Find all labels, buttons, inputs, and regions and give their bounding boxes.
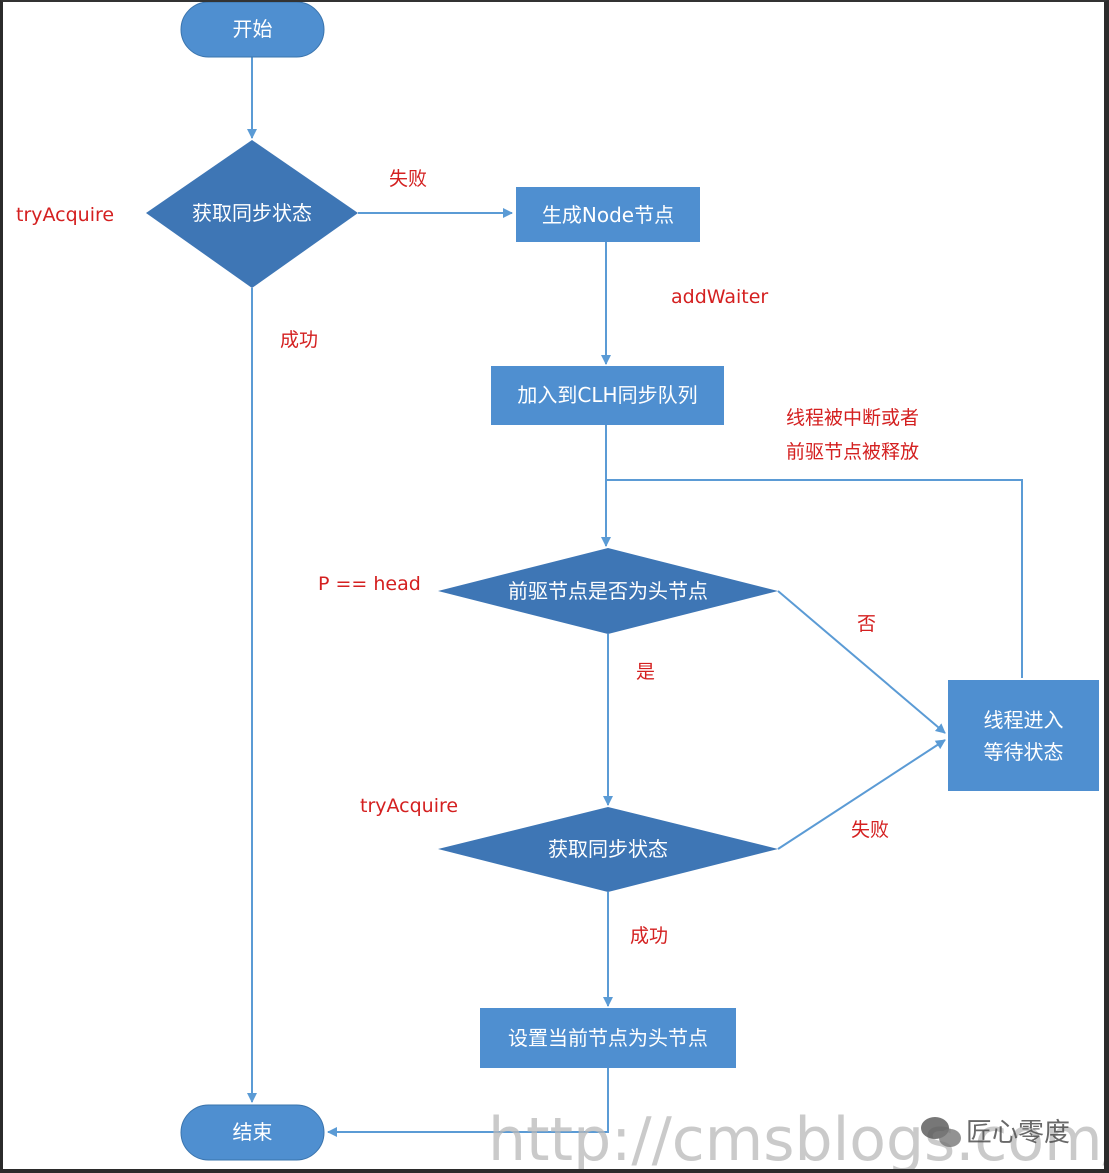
annotations: tryAcquire 失败 成功 addWaiter 线程被中断或者 前驱节点被… [16,168,919,947]
label-interrupt-line2: 前驱节点被释放 [786,441,919,463]
node-start: 开始 [180,1,325,58]
wechat-icon [921,1117,961,1147]
edge-decision3-wait [777,739,946,850]
node-sethead-label: 设置当前节点为头节点 [508,1026,708,1050]
node-start-label: 开始 [233,17,273,41]
edge-sethead-end [327,1068,609,1137]
label-p-eq-head: P == head [318,573,421,595]
node-decision1: 获取同步状态 [146,140,358,288]
label-yes: 是 [636,661,655,683]
node-wait-label-line1: 线程进入 [984,708,1064,732]
watermark: http://cmsblogs.com/ 匠心零度 [488,1105,1109,1173]
node-create: 生成Node节点 [516,187,700,242]
label-fail-1: 失败 [389,168,427,190]
node-enqueue-label: 加入到CLH同步队列 [517,383,697,407]
node-enqueue: 加入到CLH同步队列 [491,366,724,425]
node-end: 结束 [180,1104,325,1161]
label-addwaiter: addWaiter [671,286,768,308]
label-fail-2: 失败 [851,819,889,841]
node-wait: 线程进入 等待状态 [948,680,1099,791]
connectors [247,57,1023,1137]
node-decision2: 前驱节点是否为头节点 [438,548,778,634]
watermark-url: http://cmsblogs.com/ [488,1105,1109,1173]
label-interrupt-line1: 线程被中断或者 [786,407,919,429]
label-success-2: 成功 [630,925,668,947]
edge-wait-loop [606,479,1023,678]
node-decision2-label: 前驱节点是否为头节点 [508,579,708,603]
label-tryacquire-2: tryAcquire [360,795,458,817]
node-sethead: 设置当前节点为头节点 [480,1008,736,1068]
node-end-label: 结束 [233,1120,273,1144]
node-decision3-label: 获取同步状态 [548,837,668,861]
watermark-brand: 匠心零度 [966,1118,1070,1148]
node-create-label: 生成Node节点 [542,203,674,227]
label-no: 否 [857,613,876,635]
node-decision3: 获取同步状态 [438,807,778,892]
label-tryacquire-1: tryAcquire [16,204,114,226]
edge-decision2-wait [777,590,946,734]
node-wait-label-line2: 等待状态 [984,740,1064,764]
label-success-1: 成功 [280,329,318,351]
node-decision1-label: 获取同步状态 [192,201,312,225]
